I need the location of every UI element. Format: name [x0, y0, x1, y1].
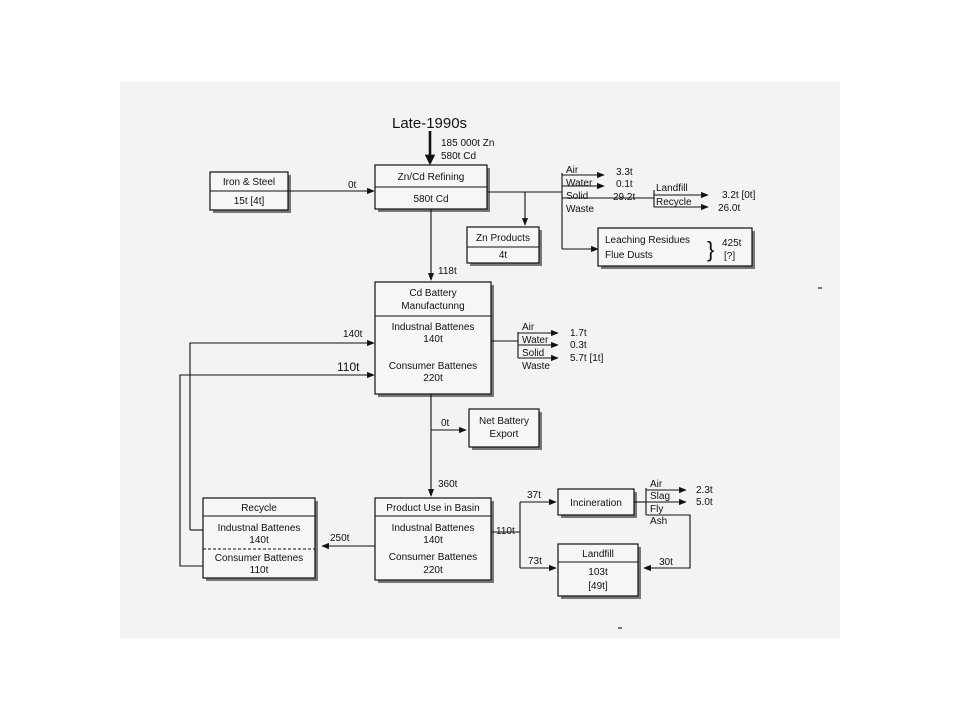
man-air-label: Air	[522, 322, 535, 333]
inc-to-landfill-flow: 30t	[659, 557, 673, 568]
ref-air-value: 3.3t	[616, 167, 633, 178]
zn-products-box	[466, 226, 540, 264]
residues-value: 425t	[722, 238, 742, 249]
industrial-recycle-loop	[189, 339, 375, 530]
export-flow: 0t	[441, 418, 450, 429]
landfill-name: Landfill	[582, 549, 614, 560]
input-cd-label: 580t Cd	[441, 151, 476, 162]
iron-flow-label: 0t	[348, 180, 357, 191]
residues-brace: }	[707, 237, 714, 262]
incineration-to-landfill-arrow	[643, 514, 691, 572]
man-water-value: 0.3t	[570, 340, 587, 351]
product-use-industrial: Industnal Battenes	[392, 523, 475, 534]
manufacturing-industrial-value: 140t	[423, 334, 443, 345]
disposal-to-landfill: 73t	[528, 556, 542, 567]
residues-unknown: [?]	[724, 251, 735, 262]
incineration-box	[557, 488, 635, 516]
recycle-box-name: Recycle	[241, 503, 277, 514]
iron-steel-name: Iron & Steel	[223, 177, 275, 188]
ref-landfill-label: Landfill	[656, 183, 688, 194]
man-air-value: 1.7t	[570, 328, 587, 339]
ref-solid-label: Solid	[566, 191, 588, 202]
ref-waste-label: Waste	[566, 204, 594, 215]
refining-value: 580t Cd	[413, 194, 448, 205]
leaching-residues-label: Leaching Residues	[605, 235, 690, 246]
ref-water-value: 0.1t	[616, 179, 633, 190]
man-waste-label: Waste	[522, 361, 550, 372]
flow-to-manufacturing: 118t	[438, 266, 457, 277]
inc-air-value: 2.3t	[696, 485, 713, 496]
diagram-title: Late-1990s	[392, 115, 467, 132]
input-zn-label: 185 000t Zn	[441, 138, 494, 149]
recycle-box-industrial: Industnal Battenes	[218, 523, 301, 534]
landfill-value-2: [49t]	[588, 581, 608, 592]
flow-to-use: 360t	[438, 479, 458, 490]
recycle-box-flow: 250t	[330, 533, 350, 544]
product-use-consumer-value: 220t	[423, 565, 443, 576]
recycle-box-consumer-value: 110t	[250, 565, 269, 576]
landfill-box	[557, 543, 639, 597]
recycle-box-industrial-value: 140t	[249, 535, 269, 546]
product-use-industrial-value: 140t	[423, 535, 443, 546]
zn-products-value: 4t	[499, 250, 508, 261]
ref-recycle-label: Recycle	[656, 197, 692, 208]
residues-box	[597, 227, 753, 267]
refining-name: Zn/Cd Refining	[398, 172, 465, 183]
flue-dusts-label: Flue Dusts	[605, 250, 653, 261]
landfill-value: 103t	[588, 567, 608, 578]
ref-air-label: Air	[566, 165, 579, 176]
man-solid-label: Solid	[522, 348, 544, 359]
disposal-to-incineration: 37t	[527, 490, 541, 501]
recycle-box-consumer: Consumer Battenes	[215, 553, 303, 564]
net-export-box	[468, 408, 540, 448]
incineration-name: Incineration	[570, 498, 622, 509]
net-export-name-2: Export	[490, 429, 519, 440]
manufacturing-consumer-value: 220t	[423, 373, 443, 384]
consumer-recycle-loop	[179, 371, 375, 567]
product-use-box	[374, 497, 492, 581]
inc-ash-label: Ash	[650, 516, 667, 527]
zn-products-name: Zn Products	[476, 233, 530, 244]
ref-water-label: Water	[566, 178, 593, 189]
inc-slag-label: Slag	[650, 491, 670, 502]
man-water-label: Water	[522, 335, 549, 346]
manufacturing-name-1: Cd Battery	[409, 288, 456, 299]
inc-air-label: Air	[650, 479, 663, 490]
inc-fly-label: Fly	[650, 504, 663, 515]
ref-landfill-value: 3.2t [0t]	[722, 190, 756, 201]
recycle-consumer-flow: 110t	[337, 360, 360, 374]
manufacturing-industrial: Industnal Battenes	[392, 322, 475, 333]
inc-slag-value: 5.0t	[696, 497, 713, 508]
manufacturing-box	[374, 281, 492, 395]
recycle-industrial-flow: 140t	[343, 329, 363, 340]
product-use-name: Product Use in Basin	[386, 503, 479, 514]
product-use-consumer: Consumer Battenes	[389, 552, 477, 563]
ref-recycle-value: 26.0t	[718, 203, 740, 214]
iron-steel-value: 15t [4t]	[234, 196, 265, 207]
man-solid-value: 5.7t [1t]	[570, 353, 604, 364]
ref-solid-value: 29.2t	[613, 192, 635, 203]
manufacturing-consumer: Consumer Battenes	[389, 361, 477, 372]
recycle-box	[202, 497, 316, 579]
manufacturing-name-2: Manufactunng	[401, 301, 464, 312]
disposal-total: 110t	[496, 526, 515, 537]
net-export-name-1: Net Battery	[479, 416, 529, 427]
